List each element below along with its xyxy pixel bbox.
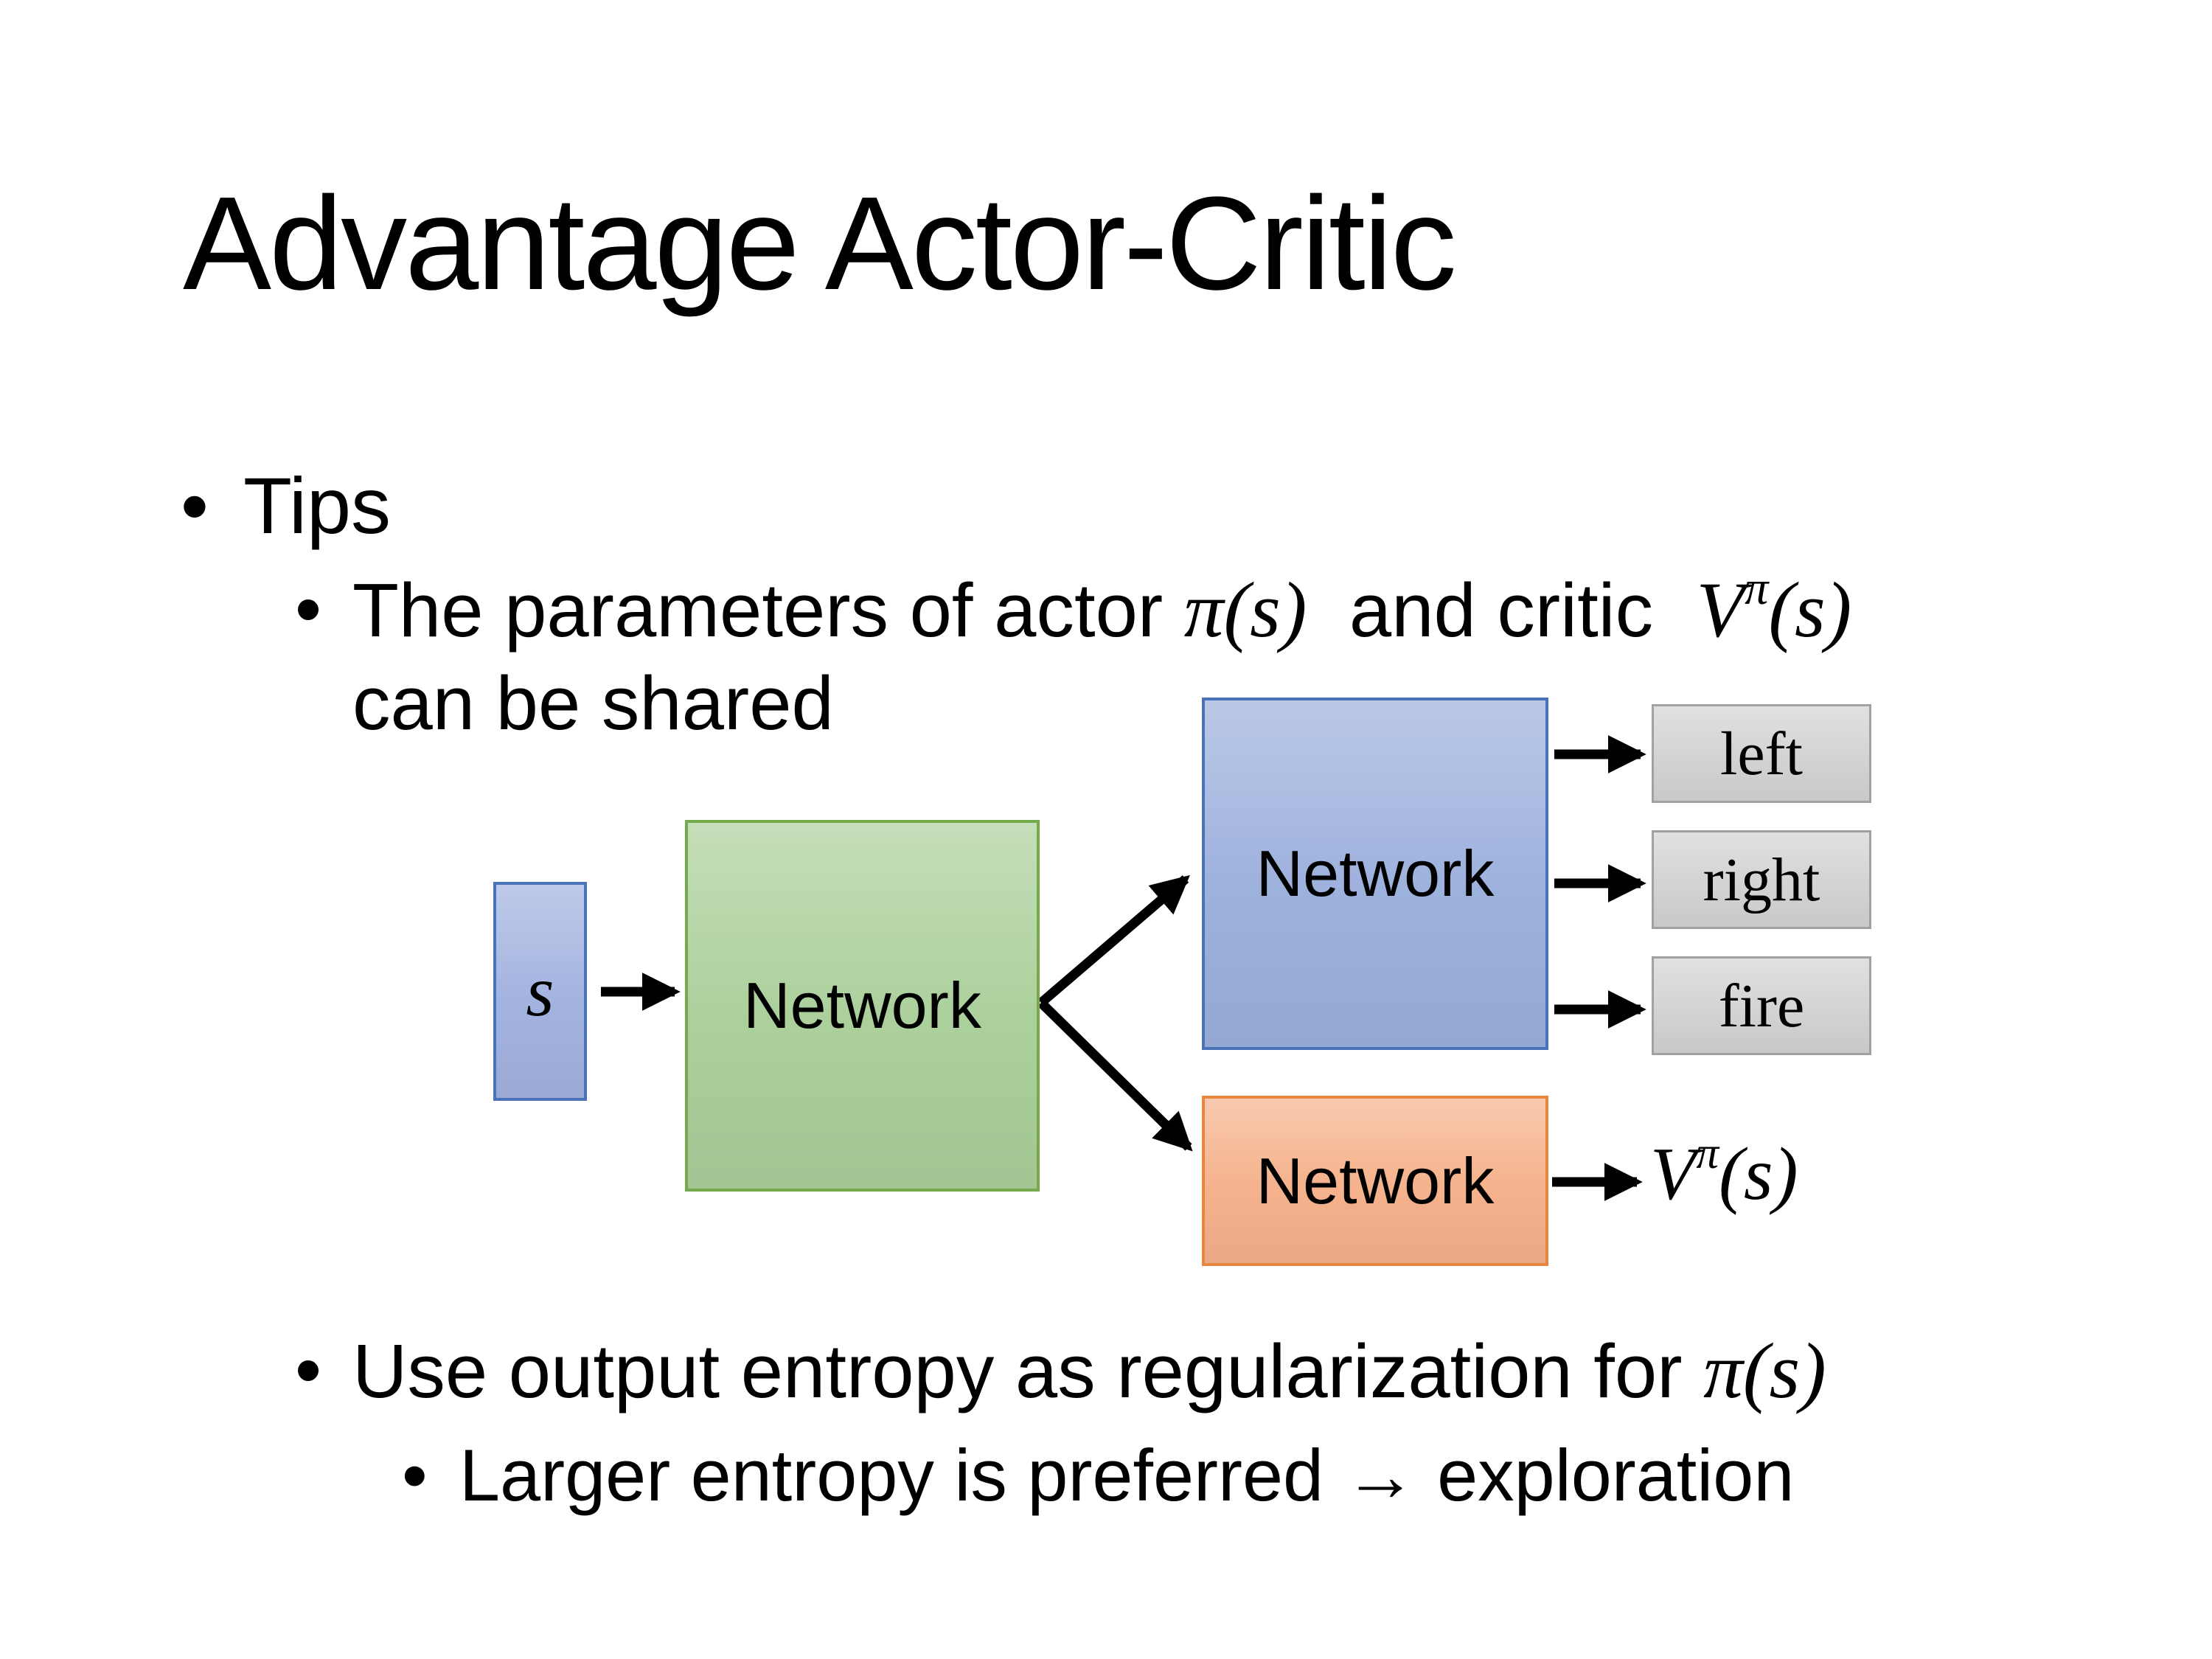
text-segment: The parameters of actor	[352, 568, 1184, 653]
shared-network-box: Network	[685, 820, 1040, 1192]
critic-network-box: Network	[1202, 1096, 1548, 1266]
math-value-args: (s)	[1768, 567, 1852, 654]
actor-network-label: Network	[1256, 837, 1495, 910]
value-output-label: Vπ(s)	[1650, 1127, 1798, 1217]
math-value-superscript: π	[1745, 561, 1769, 614]
value-base: V	[1650, 1133, 1697, 1216]
math-value-base: V	[1696, 567, 1745, 654]
action-label-left: left	[1720, 719, 1803, 788]
actor-network-box: Network	[1202, 698, 1548, 1050]
action-box-left: left	[1652, 704, 1871, 803]
text-segment: and critic	[1328, 568, 1674, 653]
text-segment: Use output entropy as regularization for	[352, 1329, 1704, 1413]
value-superscript: π	[1696, 1127, 1719, 1178]
bullet-shared-parameters: • The parameters of actor π(s) and criti…	[295, 562, 1852, 657]
arrow-shared-to-critic	[1037, 999, 1193, 1152]
bullet-glyph: •	[402, 1434, 428, 1516]
action-label-fire: fire	[1718, 971, 1805, 1040]
critic-network-label: Network	[1256, 1144, 1495, 1217]
bullet-entropy-regularization: • Use output entropy as regularization f…	[295, 1325, 1826, 1418]
arrow-shared-to-actor	[1037, 874, 1190, 1006]
math-critic-value: Vπ(s)	[1696, 562, 1852, 654]
action-box-right: right	[1652, 830, 1871, 929]
math-actor-pi-s: π(s)	[1183, 567, 1307, 654]
page-title: Advantage Actor-Critic	[183, 170, 1457, 318]
bullet-shared-parameters-text: The parameters of actor π(s) and critic …	[352, 562, 1852, 657]
state-label: s	[526, 951, 554, 1032]
shared-network-label: Network	[743, 969, 981, 1042]
text-segment: can be shared	[352, 661, 834, 745]
bullet-glyph: •	[181, 461, 209, 550]
action-box-fire: fire	[1652, 956, 1871, 1055]
bullet-tips-label: Tips	[243, 461, 392, 550]
bullet-glyph: •	[295, 1327, 322, 1412]
bullet-glyph: •	[295, 566, 322, 651]
bullet-larger-entropy: • Larger entropy is preferred → explorat…	[402, 1433, 1794, 1519]
bullet-shared-parameters-line2: can be shared	[352, 658, 834, 748]
bullet-tips: • Tips	[181, 459, 391, 552]
math-pi-s: π(s)	[1703, 1328, 1826, 1415]
state-input-box: s	[493, 882, 587, 1101]
bullet-larger-entropy-text: Larger entropy is preferred → exploratio…	[459, 1434, 1795, 1516]
bullet-entropy-text: Use output entropy as regularization for…	[352, 1325, 1826, 1418]
action-label-right: right	[1703, 845, 1820, 914]
value-args: (s)	[1718, 1133, 1798, 1216]
